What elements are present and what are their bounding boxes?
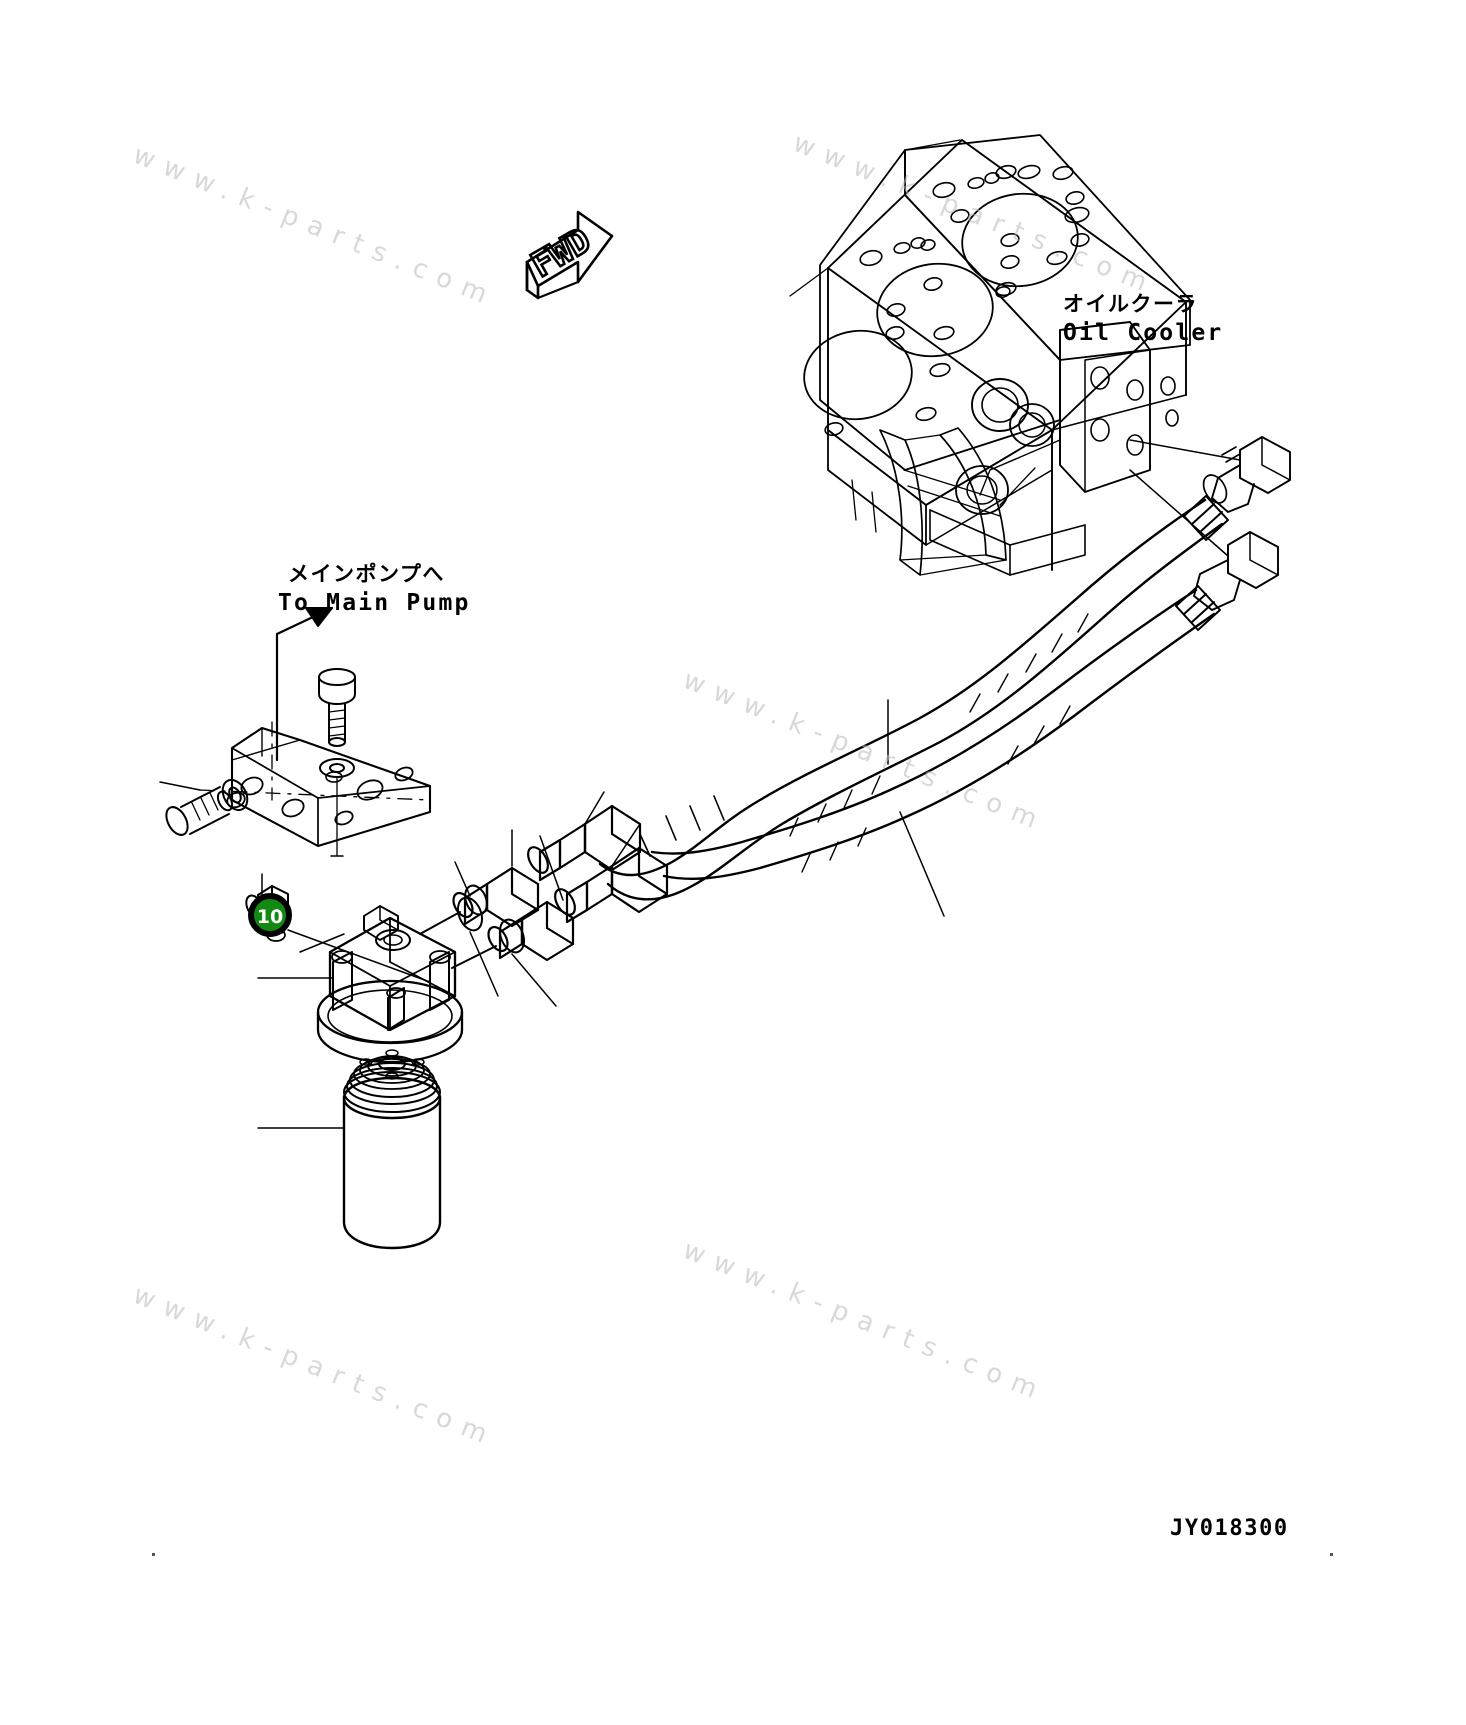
filter-head — [316, 905, 464, 1064]
filter-cartridge — [342, 1049, 442, 1250]
mount-bracket — [199, 721, 432, 848]
bolt-left — [165, 778, 249, 836]
to-main-pump-arrow — [275, 606, 334, 762]
oil-cooler-ports — [1193, 436, 1291, 611]
oil-cooler-label-en: Oil Cooler — [1063, 320, 1224, 346]
registration-mark — [152, 1553, 155, 1556]
leader-lines — [159, 439, 1241, 1129]
callout-10-number: 10 — [257, 906, 283, 928]
bolt-upper — [318, 668, 356, 857]
to-main-pump-label-en: To Main Pump — [278, 590, 471, 616]
drawing-number: JY018300 — [1170, 1516, 1289, 1541]
to-main-pump-label-jp: メインポンプへ — [288, 562, 445, 586]
callout-marker-10[interactable]: 10 — [248, 893, 292, 937]
engine-block — [789, 134, 1191, 576]
o-rings — [456, 884, 526, 954]
hose-pair — [598, 495, 1229, 901]
oil-cooler-label-jp: オイルクーラ — [1063, 292, 1198, 316]
registration-mark — [1330, 1553, 1333, 1556]
fwd-arrow-icon — [525, 210, 614, 300]
hose-couplings — [419, 804, 669, 969]
